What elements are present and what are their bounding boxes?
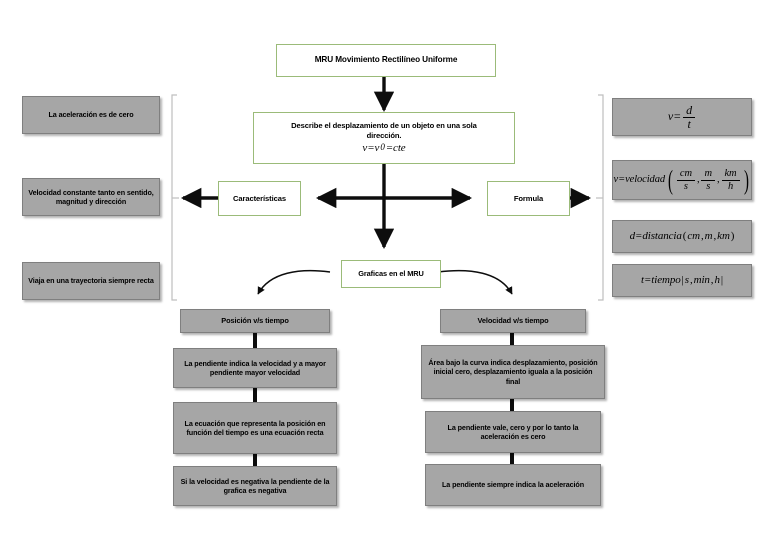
characteristic-label-3: Viaja en una trayectoria siempre recta bbox=[28, 276, 154, 286]
caracteristicas-node[interactable]: Características bbox=[218, 181, 301, 216]
formula-node[interactable]: Formula bbox=[487, 181, 570, 216]
graphs-label: Graficas en el MRU bbox=[358, 269, 424, 279]
position-item-3[interactable]: Si la velocidad es negativa la pendiente… bbox=[173, 466, 337, 506]
position-item-3-label: Si la velocidad es negativa la pendiente… bbox=[180, 476, 330, 495]
position-item-1[interactable]: La pendiente indica la velocidad y a may… bbox=[173, 348, 337, 388]
column-header-velocity[interactable]: Velocidad v/s tiempo bbox=[440, 309, 586, 333]
definition-node[interactable]: Describe el desplazamiento de un objeto … bbox=[253, 112, 515, 164]
definition-line-1: Describe el desplazamiento de un objeto … bbox=[291, 120, 477, 130]
column-header-position-label: Posición v/s tiempo bbox=[221, 316, 289, 326]
characteristic-box-2[interactable]: Velocidad constante tanto en sentido, ma… bbox=[22, 178, 160, 216]
column-header-position[interactable]: Posición v/s tiempo bbox=[180, 309, 330, 333]
formula-label: Formula bbox=[513, 193, 544, 203]
velocity-item-3[interactable]: La pendiente siempre indica la aceleraci… bbox=[425, 464, 601, 506]
velocity-item-1-label: Área bajo la curva indica desplazamiento… bbox=[428, 357, 598, 386]
title-node[interactable]: MRU Movimiento Rectilíneo Uniforme bbox=[276, 44, 496, 77]
title-label: MRU Movimiento Rectilíneo Uniforme bbox=[314, 55, 458, 65]
velocity-item-3-label: La pendiente siempre indica la aceleraci… bbox=[441, 480, 584, 490]
position-item-2[interactable]: La ecuación que representa la posición e… bbox=[173, 402, 337, 454]
definition-line-2: dirección. bbox=[366, 130, 402, 140]
characteristic-box-1[interactable]: La aceleración es de cero bbox=[22, 96, 160, 134]
formula-box-distance-units[interactable]: d=distancia(cm,m,km) bbox=[612, 220, 752, 253]
velocity-item-1[interactable]: Área bajo la curva indica desplazamiento… bbox=[421, 345, 605, 399]
position-item-2-label: La ecuación que representa la posición e… bbox=[184, 418, 326, 437]
caracteristicas-label: Características bbox=[233, 193, 286, 203]
column-header-velocity-label: Velocidad v/s tiempo bbox=[477, 316, 549, 326]
velocity-item-2-label: La pendiente vale, cero y por lo tanto l… bbox=[447, 422, 579, 441]
right-bracket bbox=[598, 94, 604, 301]
characteristic-box-3[interactable]: Viaja en una trayectoria siempre recta bbox=[22, 262, 160, 300]
formula-time-units-expression: t=tiempo|s,min,h| bbox=[641, 274, 723, 287]
characteristic-label-1: La aceleración es de cero bbox=[48, 110, 134, 120]
velocity-item-2[interactable]: La pendiente vale, cero y por lo tanto l… bbox=[425, 411, 601, 453]
graphs-node[interactable]: Graficas en el MRU bbox=[341, 260, 441, 288]
formula-box-time-units[interactable]: t=tiempo|s,min,h| bbox=[612, 264, 752, 297]
left-bracket bbox=[171, 94, 177, 301]
formula-distance-units-expression: d=distancia(cm,m,km) bbox=[629, 230, 735, 243]
characteristic-label-2: Velocidad constante tanto en sentido, ma… bbox=[28, 187, 154, 206]
position-item-1-label: La pendiente indica la velocidad y a may… bbox=[184, 358, 326, 377]
curve-graphs-to-velocity-column bbox=[437, 269, 513, 295]
curve-graphs-to-position-column bbox=[257, 269, 331, 295]
